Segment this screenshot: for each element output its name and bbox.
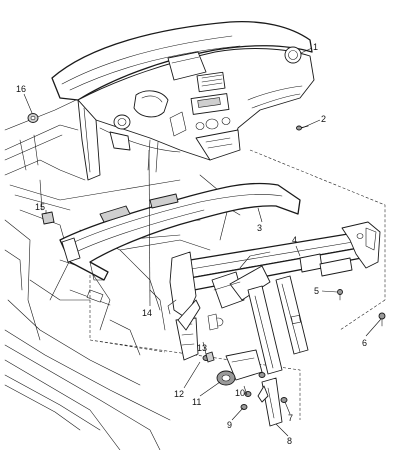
callout-10: 10 <box>235 388 245 398</box>
callout-7: 7 <box>288 413 293 423</box>
callout-labels: 1 2 3 4 5 6 7 8 9 10 11 12 13 14 15 16 <box>16 42 367 446</box>
callout-1: 1 <box>313 42 318 52</box>
lower-bracket-parts <box>27 113 386 427</box>
instrument-panel-assembly <box>51 20 315 181</box>
callout-11: 11 <box>192 397 201 407</box>
callout-13: 13 <box>197 343 207 353</box>
cross-car-beam <box>167 221 381 375</box>
callout-15: 15 <box>35 202 45 212</box>
callout-4: 4 <box>292 235 297 245</box>
callout-3: 3 <box>257 223 262 233</box>
callout-14: 14 <box>142 308 152 318</box>
defroster-duct <box>59 182 301 281</box>
callout-9: 9 <box>227 420 232 430</box>
callout-16: 16 <box>16 84 26 94</box>
callout-6: 6 <box>362 338 367 348</box>
callout-12: 12 <box>174 389 184 399</box>
callout-2: 2 <box>321 114 326 124</box>
callout-5: 5 <box>314 286 319 296</box>
leader-lines <box>23 47 382 437</box>
callout-8: 8 <box>287 436 292 446</box>
